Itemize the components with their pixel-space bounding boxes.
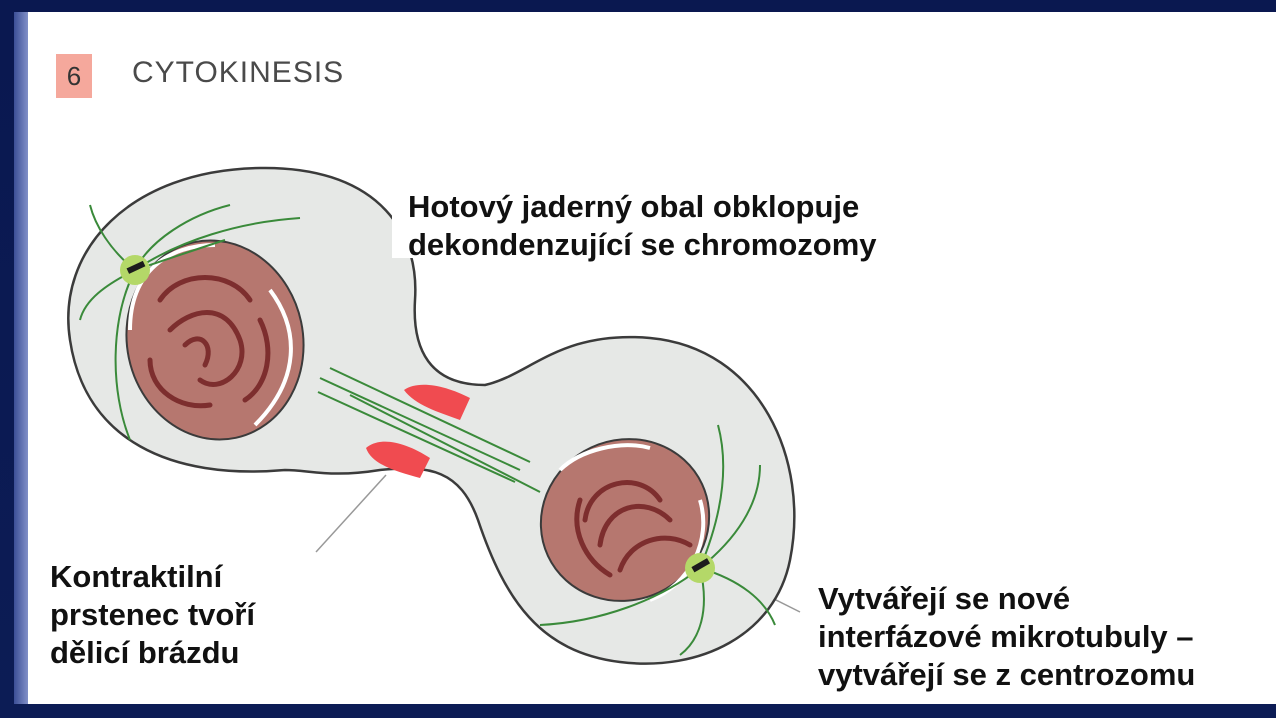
- label-contractile-ring-line-1: Kontraktilní: [50, 558, 255, 596]
- label-contractile-ring: Kontraktilní prstenec tvoří dělicí brázd…: [50, 558, 255, 672]
- pointer-line-ring: [316, 475, 386, 552]
- label-nuclear-envelope: Hotový jaderný obal obklopuje dekondenzu…: [408, 188, 877, 264]
- label-microtubules-line-1: Vytvářejí se nové: [818, 580, 1195, 618]
- label-contractile-ring-line-3: dělicí brázdu: [50, 634, 255, 672]
- label-nuclear-envelope-line-1: Hotový jaderný obal obklopuje: [408, 188, 877, 226]
- label-microtubules: Vytvářejí se nové interfázové mikrotubul…: [818, 580, 1195, 694]
- label-nuclear-envelope-line-2: dekondenzující se chromozomy: [408, 226, 877, 264]
- label-microtubules-line-3: vytvářejí se z centrozomu: [818, 656, 1195, 694]
- label-microtubules-line-2: interfázové mikrotubuly –: [818, 618, 1195, 656]
- label-contractile-ring-line-2: prstenec tvoří: [50, 596, 255, 634]
